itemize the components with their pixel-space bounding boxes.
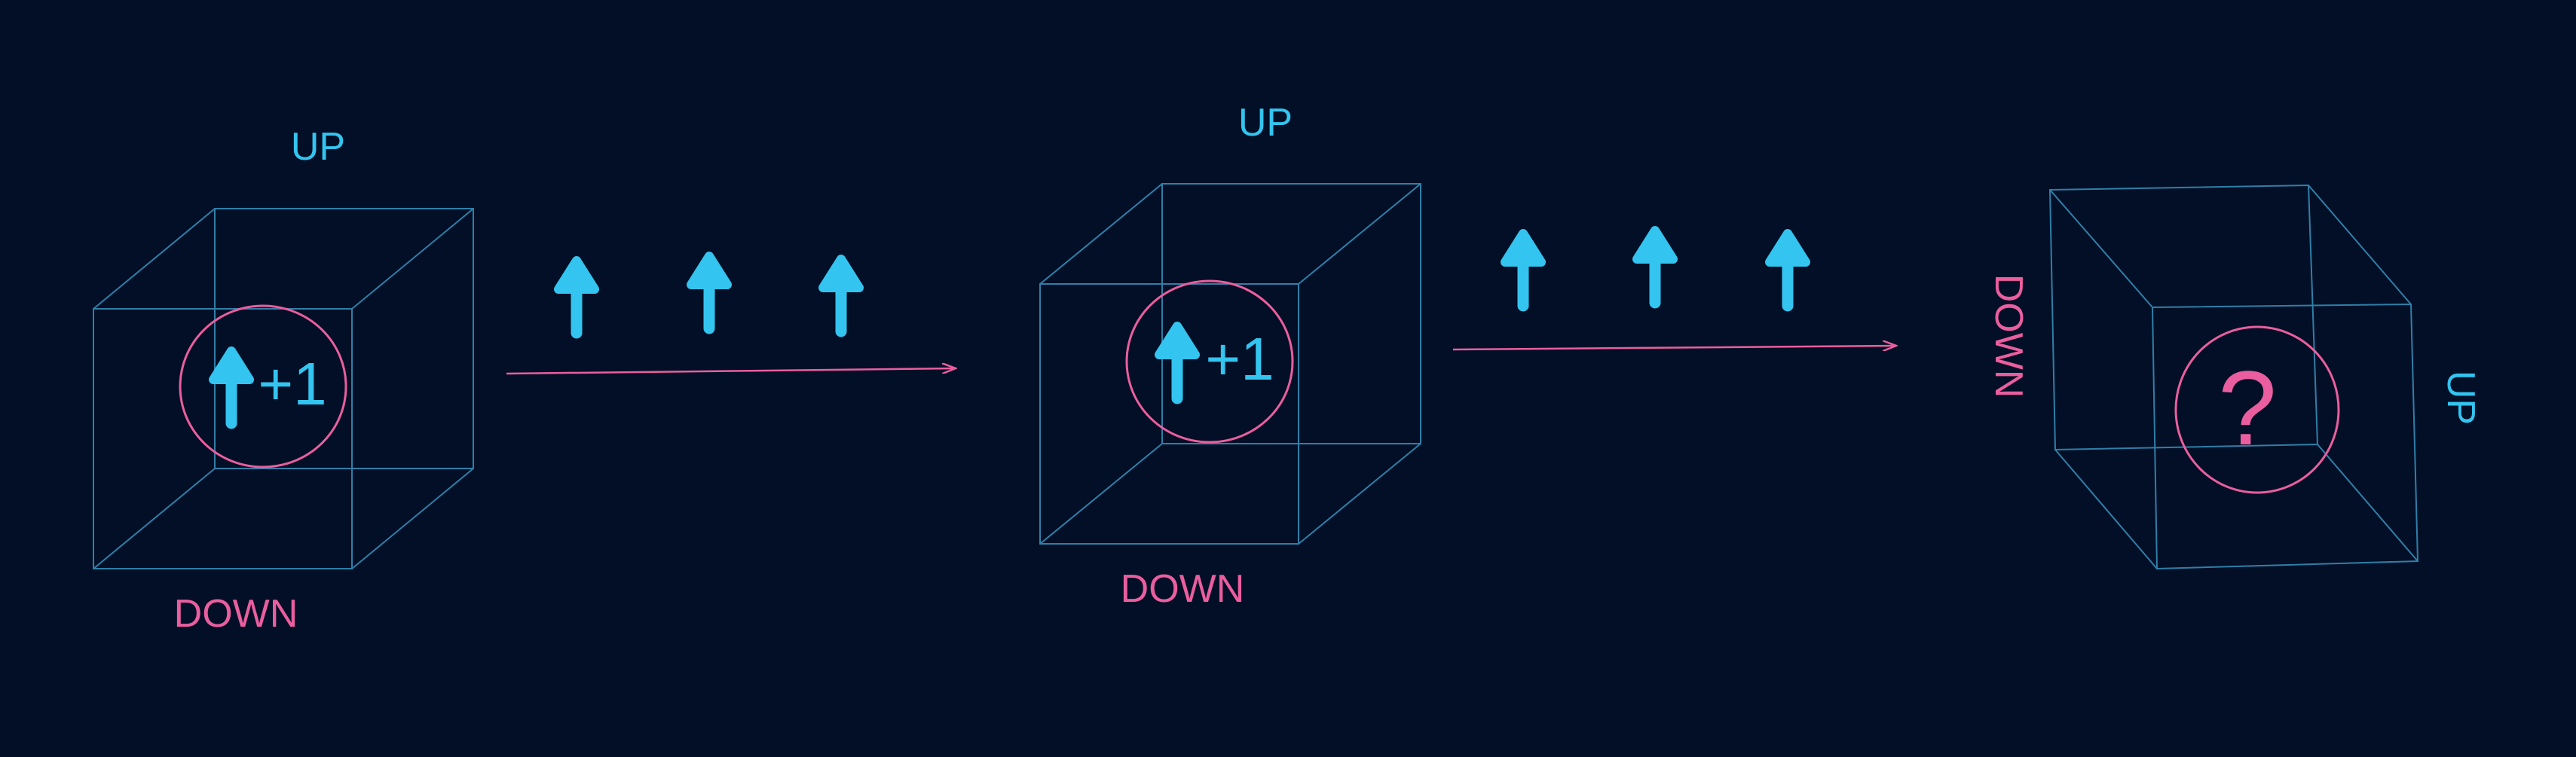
up-arrow-icon (1159, 326, 1195, 398)
up-arrow-icon (1505, 234, 1541, 306)
panel-1: +1 UP DOWN (93, 125, 474, 636)
panel-3: ? DOWN UP (1987, 184, 2483, 570)
up-label-1: UP (291, 125, 345, 169)
cube-wireframe-3 (2048, 184, 2419, 570)
up-arrow-icon (823, 259, 859, 331)
panel-2: +1 UP DOWN (1039, 101, 1421, 611)
up-label-2: UP (1238, 101, 1293, 145)
value-label-2: +1 (1205, 325, 1274, 392)
transition-2 (1452, 230, 1896, 350)
value-label-3: ? (2218, 349, 2277, 467)
up-arrow-icon (1637, 230, 1673, 303)
up-arrow-icon (558, 261, 595, 333)
transition-1 (506, 256, 956, 375)
up-arrow-icon (1770, 234, 1806, 306)
value-circle-1 (179, 304, 347, 469)
down-label-2: DOWN (1121, 567, 1245, 611)
value-circle-3 (2174, 325, 2340, 494)
up-arrow-icon (691, 256, 727, 328)
up-arrow-icon (213, 351, 249, 423)
down-label-1: DOWN (174, 592, 298, 636)
down-label-3: DOWN (1987, 274, 2030, 398)
transition-arrow-2 (1452, 346, 1896, 350)
transition-arrow-1 (506, 368, 956, 375)
value-label-1: +1 (258, 350, 326, 417)
value-circle-2 (1125, 279, 1294, 444)
cube-wireframe-2 (1039, 183, 1421, 545)
up-label-3: UP (2439, 371, 2483, 425)
